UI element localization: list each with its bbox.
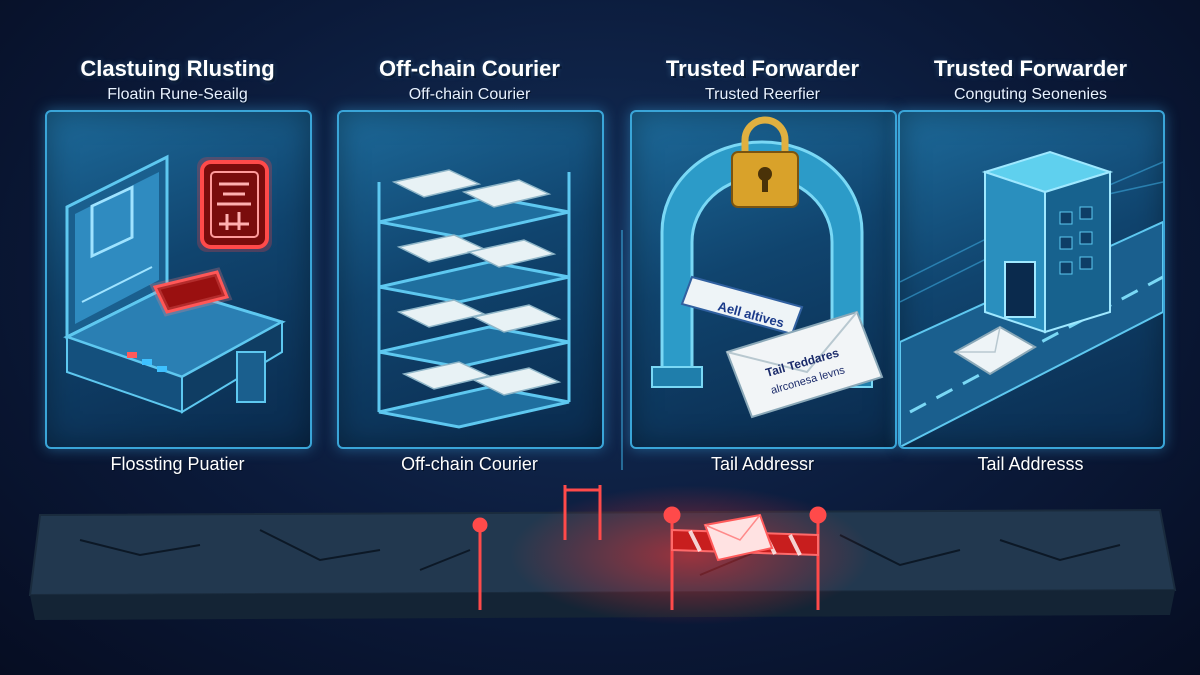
panel-subtitle: Conguting Seonenies xyxy=(953,86,1107,103)
panel-title: Clastuing Rlusting xyxy=(80,56,275,81)
padlock-icon xyxy=(731,116,799,208)
panel-caption: Tail Addressr xyxy=(710,454,815,474)
panel-title: Trusted Forwarder xyxy=(933,56,1128,81)
envelope-shelf-illustration xyxy=(377,169,571,429)
panel-caption: Tail Addresss xyxy=(977,454,1084,474)
locked-gate-illustration: Aell altives Tail Teddares alrconesa lev… xyxy=(651,116,884,419)
address-ticket: Aell altives xyxy=(680,275,804,336)
envelope-with-address-icon: Tail Teddares alrconesa levns xyxy=(725,310,884,419)
building-road-illustration xyxy=(900,150,1163,447)
terminal-desk xyxy=(63,285,286,414)
panel-illustration-frame xyxy=(45,110,312,449)
envelope-icon xyxy=(953,325,1037,376)
panel-divider xyxy=(621,230,623,470)
seal-stamp-on-desk xyxy=(149,267,233,317)
panel-caption: Off-chain Courier xyxy=(401,454,538,474)
panel-title: Trusted Forwarder xyxy=(665,56,860,81)
building-icon xyxy=(981,150,1114,334)
floating-rune-seal-icon xyxy=(197,157,272,252)
panel-subtitle: Off-chain Courier xyxy=(408,86,531,103)
panel-illustration-frame: Aell altives Tail Teddares alrconesa lev… xyxy=(630,110,897,449)
panel-subtitle: Trusted Reerfier xyxy=(705,86,820,103)
cracked-ground-barrier xyxy=(28,485,1177,625)
envelope-stack-icon xyxy=(391,169,562,396)
panel-subtitle: Floatin Rune-Seailg xyxy=(107,86,248,103)
shelf-frame xyxy=(377,172,571,429)
panel-title: Off-chain Courier xyxy=(379,56,560,81)
panel-illustration-frame xyxy=(898,110,1165,449)
panel-illustration-frame xyxy=(337,110,604,449)
panel-caption: Flossting Puatier xyxy=(110,454,245,474)
blocked-envelope-icon xyxy=(703,513,774,562)
sealing-terminal-illustration xyxy=(63,154,286,414)
